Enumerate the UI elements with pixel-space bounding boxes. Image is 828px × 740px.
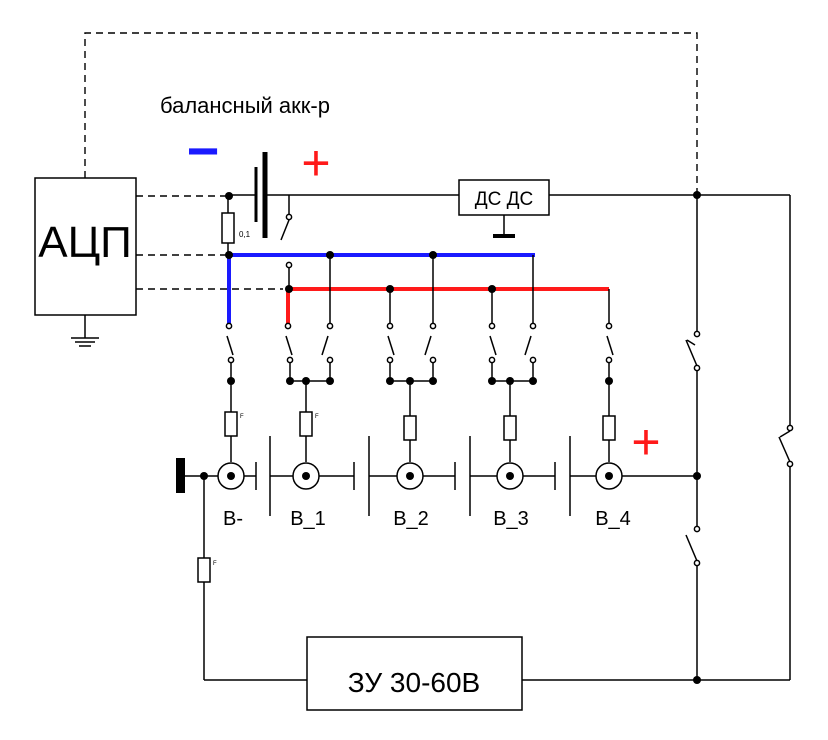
bus-junction-dots — [225, 191, 701, 293]
adc-label: АЦП — [38, 218, 132, 267]
battery-plus-switch — [280, 195, 293, 289]
top-wires — [289, 194, 791, 680]
dcdc-block: ДС ДС — [458, 179, 550, 238]
fuse-mark-b1: F — [315, 414, 319, 420]
charger-fuse — [197, 557, 211, 583]
dcdc-label: ДС ДС — [475, 189, 533, 210]
selector-switches — [225, 322, 614, 364]
shunt-resistor: 0,1 — [221, 196, 251, 255]
battery-plus-sign: + — [301, 135, 330, 191]
bus-drop-wires — [329, 255, 610, 323]
terminal-b3-label: B_3 — [493, 508, 529, 530]
shunt-value-label: 0,1 — [239, 230, 251, 239]
charger-label: ЗУ 30-60В — [348, 667, 480, 698]
charger-wires — [203, 476, 790, 681]
right-rail-dots — [693, 676, 701, 684]
balance-battery-symbol — [228, 152, 289, 238]
fuse-mark-b-minus: F — [240, 414, 244, 420]
adc-block: АЦП — [34, 177, 137, 316]
b-minus-connector — [176, 458, 185, 493]
battery-cells — [255, 436, 571, 516]
adc-dashed-lines — [84, 32, 698, 290]
cell-fuses — [224, 411, 616, 462]
switch-output-dots — [227, 377, 613, 385]
terminal-b-minus-label: B- — [223, 508, 243, 530]
ground-symbol-adc — [71, 315, 99, 347]
balance-battery-label: балансный акк-р — [160, 93, 330, 118]
switch-output-wires — [230, 363, 610, 416]
fuse-mark-charger: F — [213, 561, 217, 567]
terminal-b2-label: B_2 — [393, 508, 429, 530]
battery-minus-sign: − — [187, 119, 220, 182]
pack-plus-sign: + — [631, 414, 660, 470]
terminal-b4-label: B_4 — [595, 508, 631, 530]
terminal-b1-label: B_1 — [290, 508, 326, 530]
charger-block: ЗУ 30-60В — [306, 636, 523, 711]
right-rail-switches — [685, 330, 794, 567]
